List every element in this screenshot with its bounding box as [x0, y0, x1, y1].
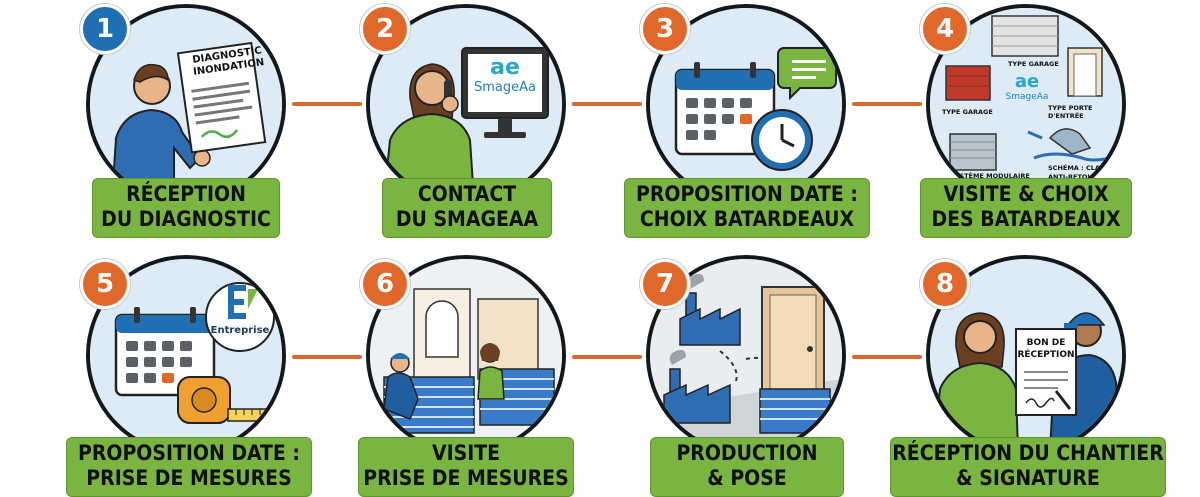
step-7: 7 PRODUCTION & POSE [610, 255, 890, 497]
flood-barrier-types-icon [930, 8, 1122, 200]
step-number-badge: 7 [640, 259, 690, 309]
step-3-illustration [646, 4, 846, 204]
step-number-badge: 6 [360, 259, 410, 309]
step-label: VISITE PRISE DE MESURES [358, 437, 574, 497]
step-8: BON DE RÉCEPTION 8 RÉCEPTION DU CHANTIER… [890, 255, 1170, 497]
receipt-document-title: BON DE RÉCEPTION [1016, 337, 1076, 361]
connector-2-3 [572, 102, 642, 106]
tag-type-door: TYPE PORTE D'ENTRÉE [1048, 104, 1093, 120]
step-label-line-2: & SIGNATURE [956, 466, 1100, 490]
step-label: PROPOSITION DATE : CHOIX BATARDEAUX [624, 178, 870, 238]
step-5: Entreprise 5 PROPOSITION DATE : PRISE DE… [50, 255, 330, 497]
process-infographic: DIAGNOSTIC INONDATION 1 RÉCEPTION DU DIA… [50, 0, 1170, 497]
step-label-line-1: VISITE [431, 441, 501, 465]
step-number-badge: 3 [640, 4, 690, 54]
tag-type-garage-left: TYPE GARAGE [942, 108, 993, 116]
step-4-illustration: TYPE GARAGE TYPE GARAGE TYPE PORTE D'ENT… [926, 4, 1126, 204]
tag-modular-system: SYSTÈME MODULAIRE [950, 172, 1030, 180]
connector-5-6 [292, 355, 362, 359]
step-label-line-1: RÉCEPTION DU CHANTIER [892, 441, 1164, 465]
smageaa-logo-text: SmageAa [474, 80, 536, 95]
step-label: RÉCEPTION DU CHANTIER & SIGNATURE [890, 437, 1166, 497]
step-label-line-1: CONTACT [417, 182, 517, 206]
step-label: VISITE & CHOIX DES BATARDEAUX [920, 178, 1132, 238]
tag-valve-schema: SCHÉMA : CLAPET ANTI-RETOUR [1048, 164, 1114, 182]
step-1: DIAGNOSTIC INONDATION 1 RÉCEPTION DU DIA… [50, 0, 330, 240]
tag-valve-line-1: SCHÉMA : CLAPET [1048, 164, 1114, 172]
smageaa-logo-text: SmageAa [1005, 92, 1049, 102]
step-label-line-2: DU SMAGEAA [395, 207, 539, 231]
step-number-badge: 1 [80, 4, 130, 54]
step-label: CONTACT DU SMAGEAA [382, 178, 552, 238]
step-label-line-1: PROPOSITION DATE : [78, 441, 300, 465]
tag-type-garage-top: TYPE GARAGE [1008, 60, 1059, 68]
receipt-title-line-2: RÉCEPTION [1017, 350, 1075, 360]
connector-3-4 [852, 102, 922, 106]
step-label: RÉCEPTION DU DIAGNOSTIC [92, 178, 280, 238]
step-label-line-2: CHOIX BATARDEAUX [639, 207, 855, 231]
connector-6-7 [572, 355, 642, 359]
step-label-line-1: RÉCEPTION [126, 182, 246, 206]
smageaa-logo: ae SmageAa [1004, 72, 1050, 103]
step-label-line-2: PRISE DE MESURES [86, 466, 292, 490]
step-number-badge: 4 [920, 4, 970, 54]
step-number-badge: 2 [360, 4, 410, 54]
smageaa-logo-mark: ae [490, 55, 520, 80]
step-label-line-2: & POSE [707, 466, 787, 490]
calendar-clock-chat-icon [650, 8, 842, 200]
step-number-badge: 8 [920, 259, 970, 309]
step-label-line-1: PROPOSITION DATE : [636, 182, 858, 206]
smageaa-logo: ae SmageAa [468, 56, 542, 96]
step-number-badge: 5 [80, 259, 130, 309]
step-label-line-1: VISITE & CHOIX [943, 182, 1109, 206]
smageaa-logo-mark: ae [1014, 71, 1040, 92]
company-logo-text: Entreprise [210, 325, 270, 336]
connector-1-2 [292, 102, 362, 106]
receipt-title-line-1: BON DE [1026, 338, 1066, 348]
step-6: 6 VISITE PRISE DE MESURES [330, 255, 610, 497]
step-3: 3 PROPOSITION DATE : CHOIX BATARDEAUX [610, 0, 890, 240]
connector-7-8 [852, 355, 922, 359]
step-7-illustration [646, 255, 846, 455]
step-label-line-1: PRODUCTION [676, 441, 818, 465]
step-label: PROPOSITION DATE : PRISE DE MESURES [66, 437, 312, 497]
signing-receipt-icon [930, 259, 1122, 451]
step-label: PRODUCTION & POSE [650, 437, 844, 497]
step-label-line-2: DES BATARDEAUX [931, 207, 1121, 231]
step-label-line-2: PRISE DE MESURES [363, 466, 569, 490]
step-4: TYPE GARAGE TYPE GARAGE TYPE PORTE D'ENT… [890, 0, 1170, 240]
step-label-line-2: DU DIAGNOSTIC [101, 207, 271, 231]
step-2: ae SmageAa 2 CONTACT DU SMAGEAA [330, 0, 610, 240]
tag-valve-line-2: ANTI-RETOUR [1048, 173, 1098, 181]
